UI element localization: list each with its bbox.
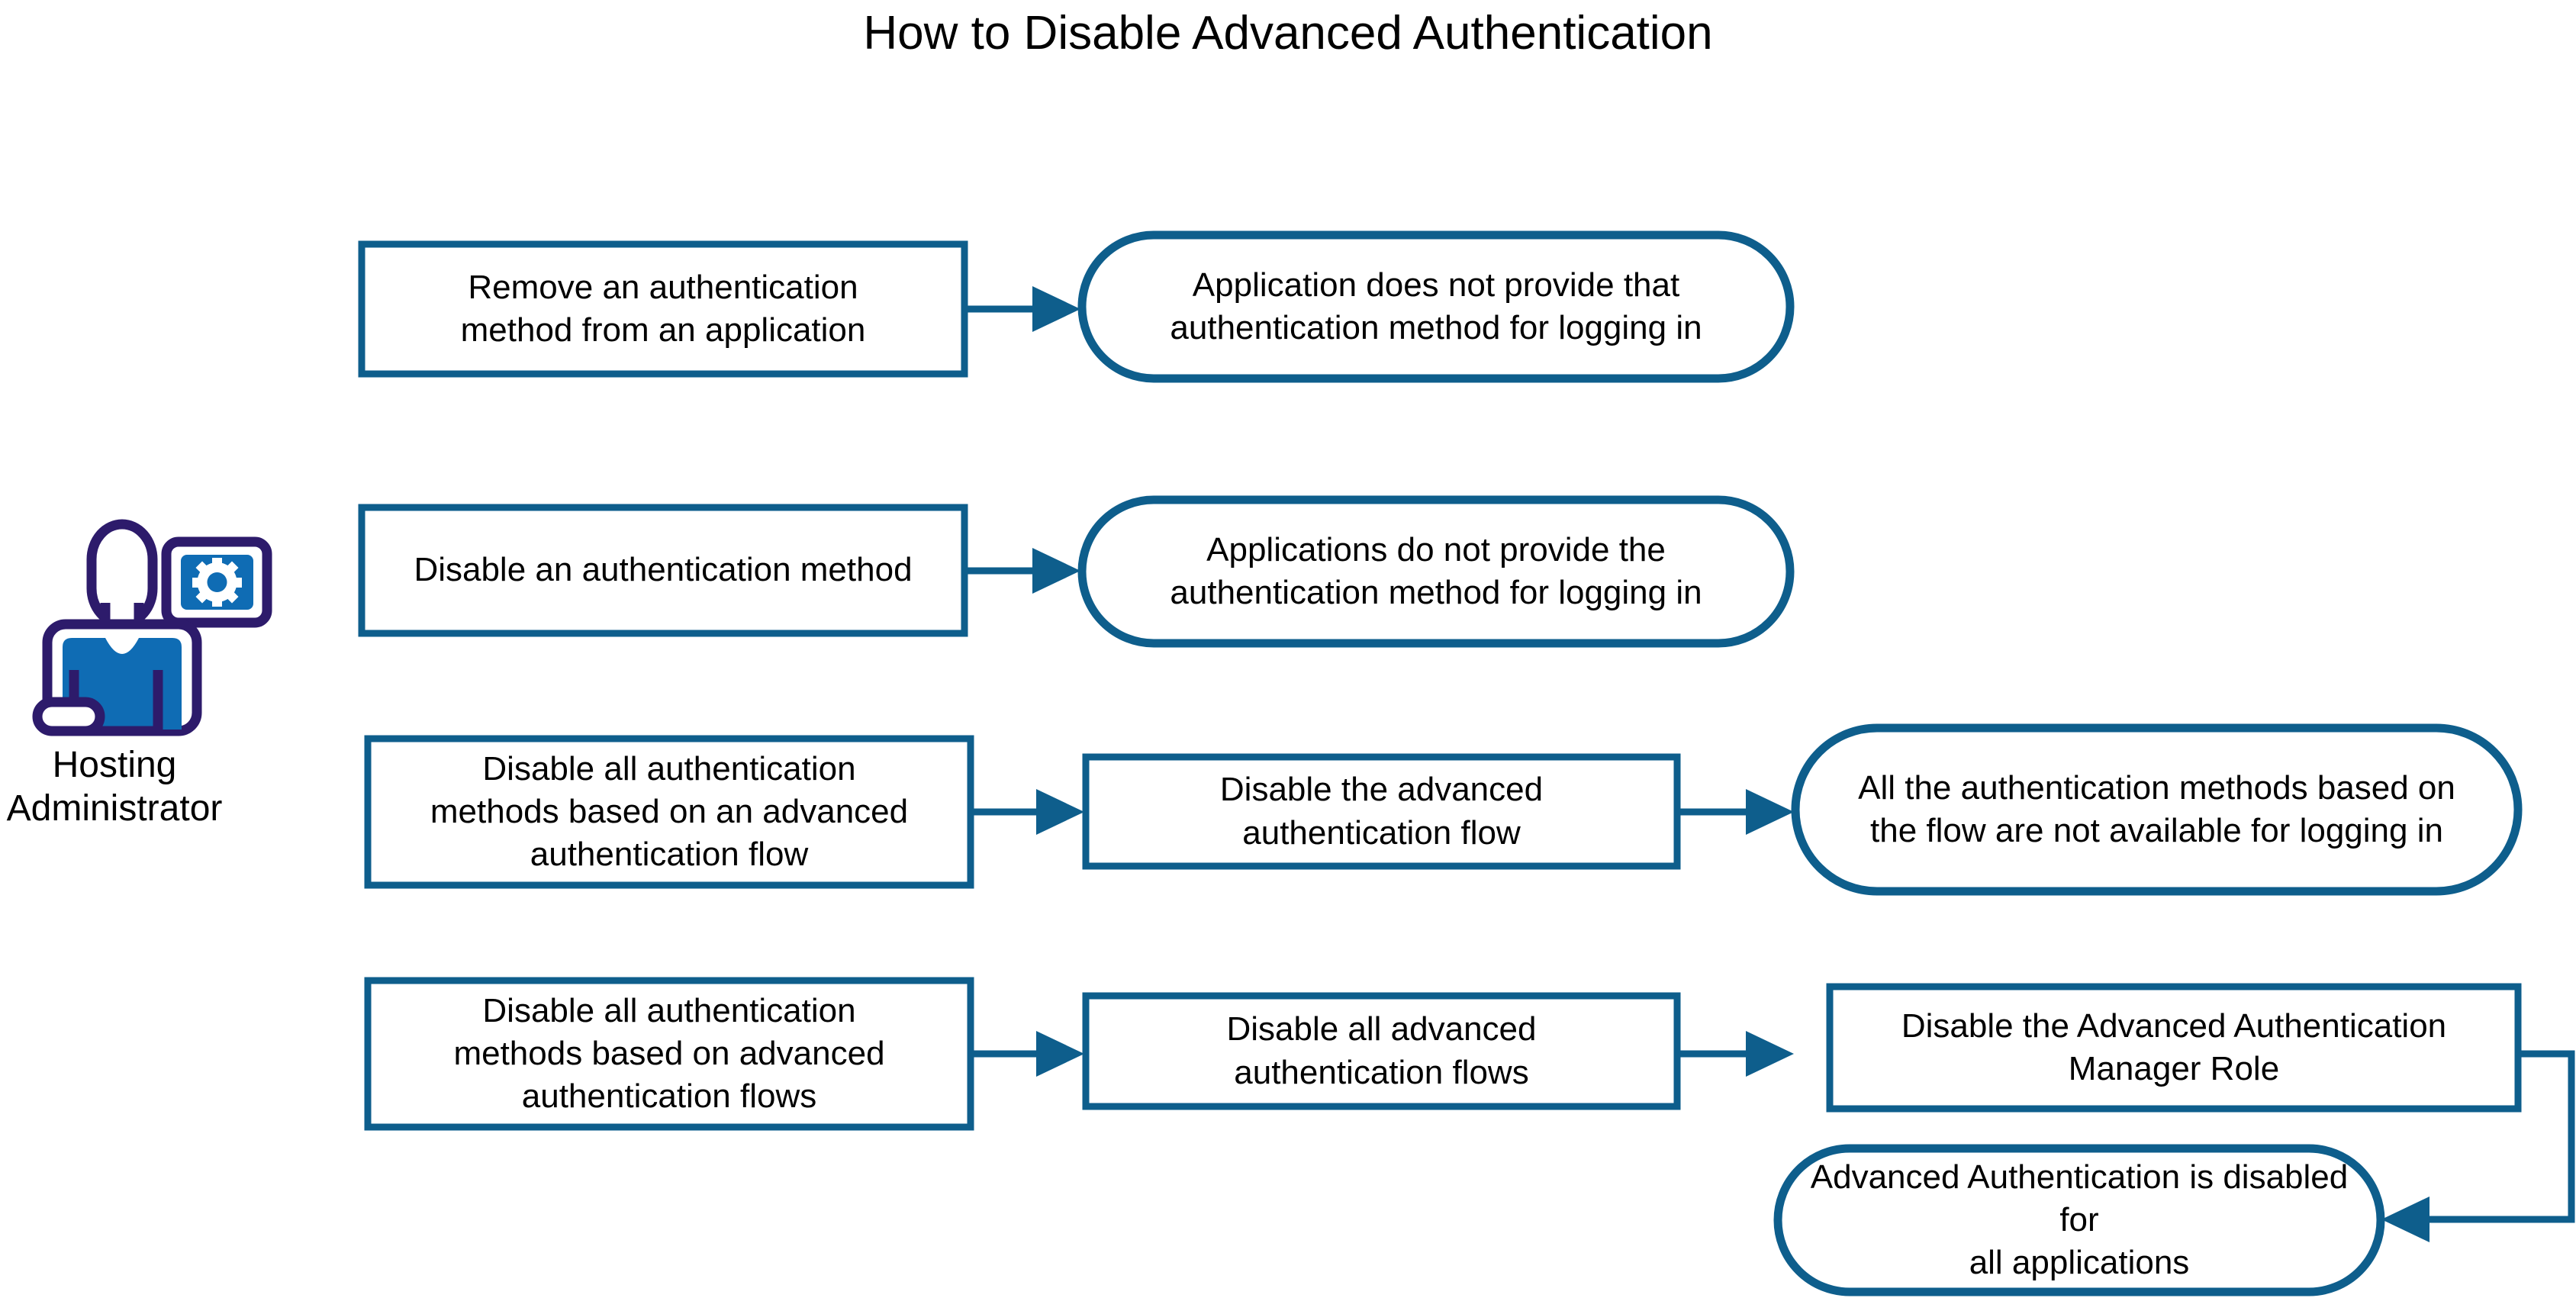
node-r3-n3[interactable] bbox=[1791, 723, 2523, 896]
connector-c2 bbox=[964, 548, 1080, 594]
connector-c7 bbox=[2381, 1050, 2575, 1242]
actor-label: Hosting Administrator bbox=[6, 745, 223, 829]
node-r1-n2[interactable] bbox=[1077, 230, 1795, 383]
connector-c6 bbox=[1677, 1031, 1794, 1077]
node-r4-n4[interactable] bbox=[1773, 1144, 2385, 1296]
node-r2-n1[interactable] bbox=[358, 504, 968, 637]
node-r4-n1[interactable] bbox=[364, 977, 974, 1131]
connector-c5 bbox=[971, 1031, 1084, 1077]
node-r4-n2[interactable] bbox=[1082, 992, 1681, 1110]
node-r3-n1[interactable] bbox=[364, 735, 974, 889]
node-r4-n3[interactable] bbox=[1826, 983, 2522, 1113]
connector-c4 bbox=[1677, 789, 1794, 835]
page-title: How to Disable Advanced Authentication bbox=[863, 7, 1713, 60]
node-r2-n2[interactable] bbox=[1077, 495, 1795, 648]
connector-c3 bbox=[971, 789, 1084, 835]
hosting-administrator-icon bbox=[32, 519, 272, 736]
node-r3-n2[interactable] bbox=[1082, 753, 1681, 870]
connector-c1 bbox=[964, 286, 1080, 332]
node-r1-n1[interactable] bbox=[358, 240, 968, 378]
